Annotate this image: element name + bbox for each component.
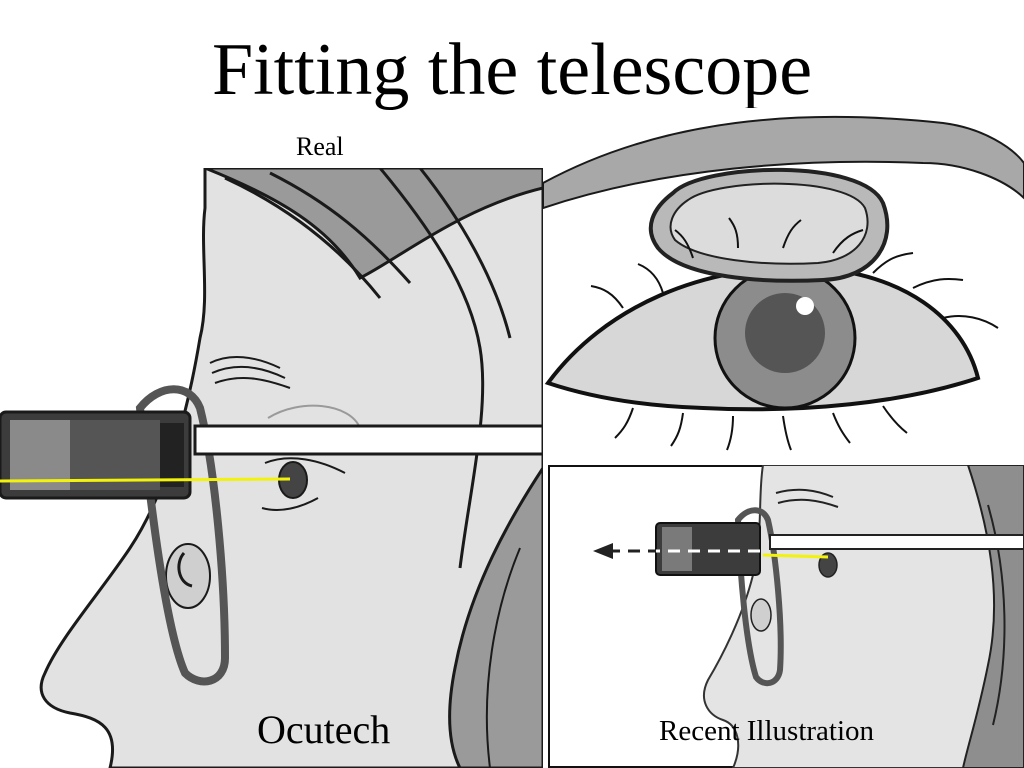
profile-with-telescope-and-arrow-icon [548,465,1024,768]
caption-ocutech: Ocutech [257,707,391,752]
illustration-eye-lens [543,108,1024,463]
illustration-recent [548,465,1024,768]
illustration-profile-telescope [0,168,543,768]
slide-title: Fitting the telescope [211,30,813,110]
caption-recent-illustration: Recent Illustration [659,715,875,747]
eye-with-lens-ring-icon [543,108,1024,463]
label-real: Real [296,132,344,161]
profile-face-with-telescope-glasses-icon [0,168,543,768]
